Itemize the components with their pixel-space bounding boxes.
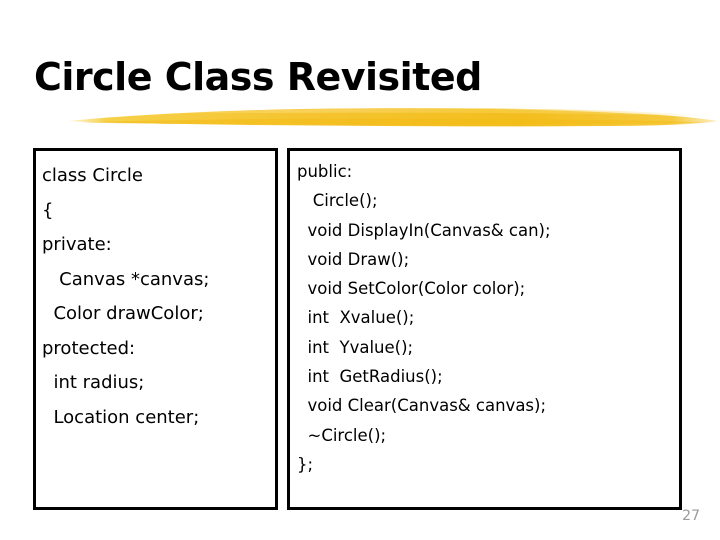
- right-code-block: public: Circle(); void DisplayIn(Canvas&…: [290, 151, 679, 479]
- code-line: protected:: [42, 337, 136, 359]
- class-declaration-box: class Circle { private: Canvas *canvas; …: [33, 148, 278, 510]
- left-code-block: class Circle { private: Canvas *canvas; …: [36, 151, 275, 435]
- code-line: private:: [42, 234, 112, 255]
- class-members-box: public: Circle(); void DisplayIn(Canvas&…: [287, 148, 682, 510]
- page-title: Circle Class Revisited: [34, 55, 482, 99]
- code-line: Canvas *canvas;: [42, 268, 210, 290]
- code-line: void DisplayIn(Canvas& can);: [297, 220, 551, 240]
- code-line: };: [297, 454, 314, 474]
- code-line: int Yvalue();: [297, 337, 414, 357]
- code-line: void Clear(Canvas& canvas);: [297, 396, 547, 416]
- code-line: int radius;: [42, 372, 145, 393]
- code-line: class Circle: [42, 165, 143, 186]
- code-line: void Draw();: [297, 249, 410, 269]
- brush-stroke-decoration: [68, 108, 718, 127]
- code-line: public:: [297, 162, 353, 181]
- code-line: Location center;: [42, 406, 200, 428]
- code-line: ~Circle();: [297, 425, 387, 445]
- code-line: {: [42, 199, 54, 221]
- code-line: int GetRadius();: [297, 367, 443, 387]
- code-line: Color drawColor;: [42, 303, 204, 324]
- code-line: void SetColor(Color color);: [297, 279, 526, 299]
- page-number: 27: [682, 508, 700, 524]
- code-line: Circle();: [297, 191, 378, 211]
- code-line: int Xvalue();: [297, 308, 415, 328]
